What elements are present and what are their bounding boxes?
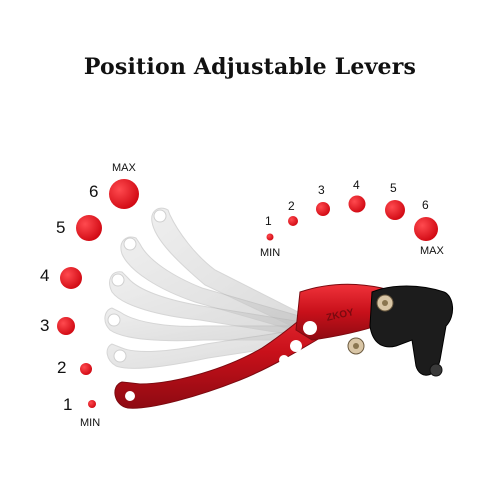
right-level-1: 1 xyxy=(265,214,272,228)
right-dot-4 xyxy=(348,195,366,213)
right-max-label: MAX xyxy=(420,245,444,257)
left-dot-4 xyxy=(60,267,82,289)
right-level-5: 5 xyxy=(390,181,397,195)
left-dot-5 xyxy=(76,215,102,241)
ghost-lever-3 xyxy=(104,307,301,342)
left-dot-1 xyxy=(88,400,96,408)
left-dot-6 xyxy=(109,179,139,209)
left-level-6: 6 xyxy=(89,182,99,201)
left-level-5: 5 xyxy=(56,218,66,237)
right-dot-5 xyxy=(385,200,405,220)
right-dot-6 xyxy=(414,217,438,241)
page-title: Position Adjustable Levers xyxy=(83,54,417,80)
ghost-lever-5 xyxy=(120,236,307,333)
right-dot-1 xyxy=(266,233,274,241)
left-min-label: MIN xyxy=(80,417,101,429)
lever-mount xyxy=(347,285,453,377)
right-level-6: 6 xyxy=(422,198,429,212)
left-dot-2 xyxy=(80,363,92,375)
left-level-4: 4 xyxy=(40,266,50,285)
ghost-lever-2 xyxy=(106,329,301,369)
right-level-2: 2 xyxy=(288,199,295,213)
left-max-label: MAX xyxy=(112,162,136,174)
left-dot-3 xyxy=(57,317,75,335)
left-level-3: 3 xyxy=(40,316,50,335)
right-dot-2 xyxy=(288,216,298,226)
right-dot-3 xyxy=(316,202,330,216)
left-level-1: 1 xyxy=(63,395,73,414)
ghost-lever-4 xyxy=(109,271,303,337)
left-level-2: 2 xyxy=(57,358,67,377)
ghost-lever-6 xyxy=(151,207,311,331)
right-level-3: 3 xyxy=(318,183,325,197)
right-min-label: MIN xyxy=(260,247,281,259)
right-level-4: 4 xyxy=(353,178,360,192)
